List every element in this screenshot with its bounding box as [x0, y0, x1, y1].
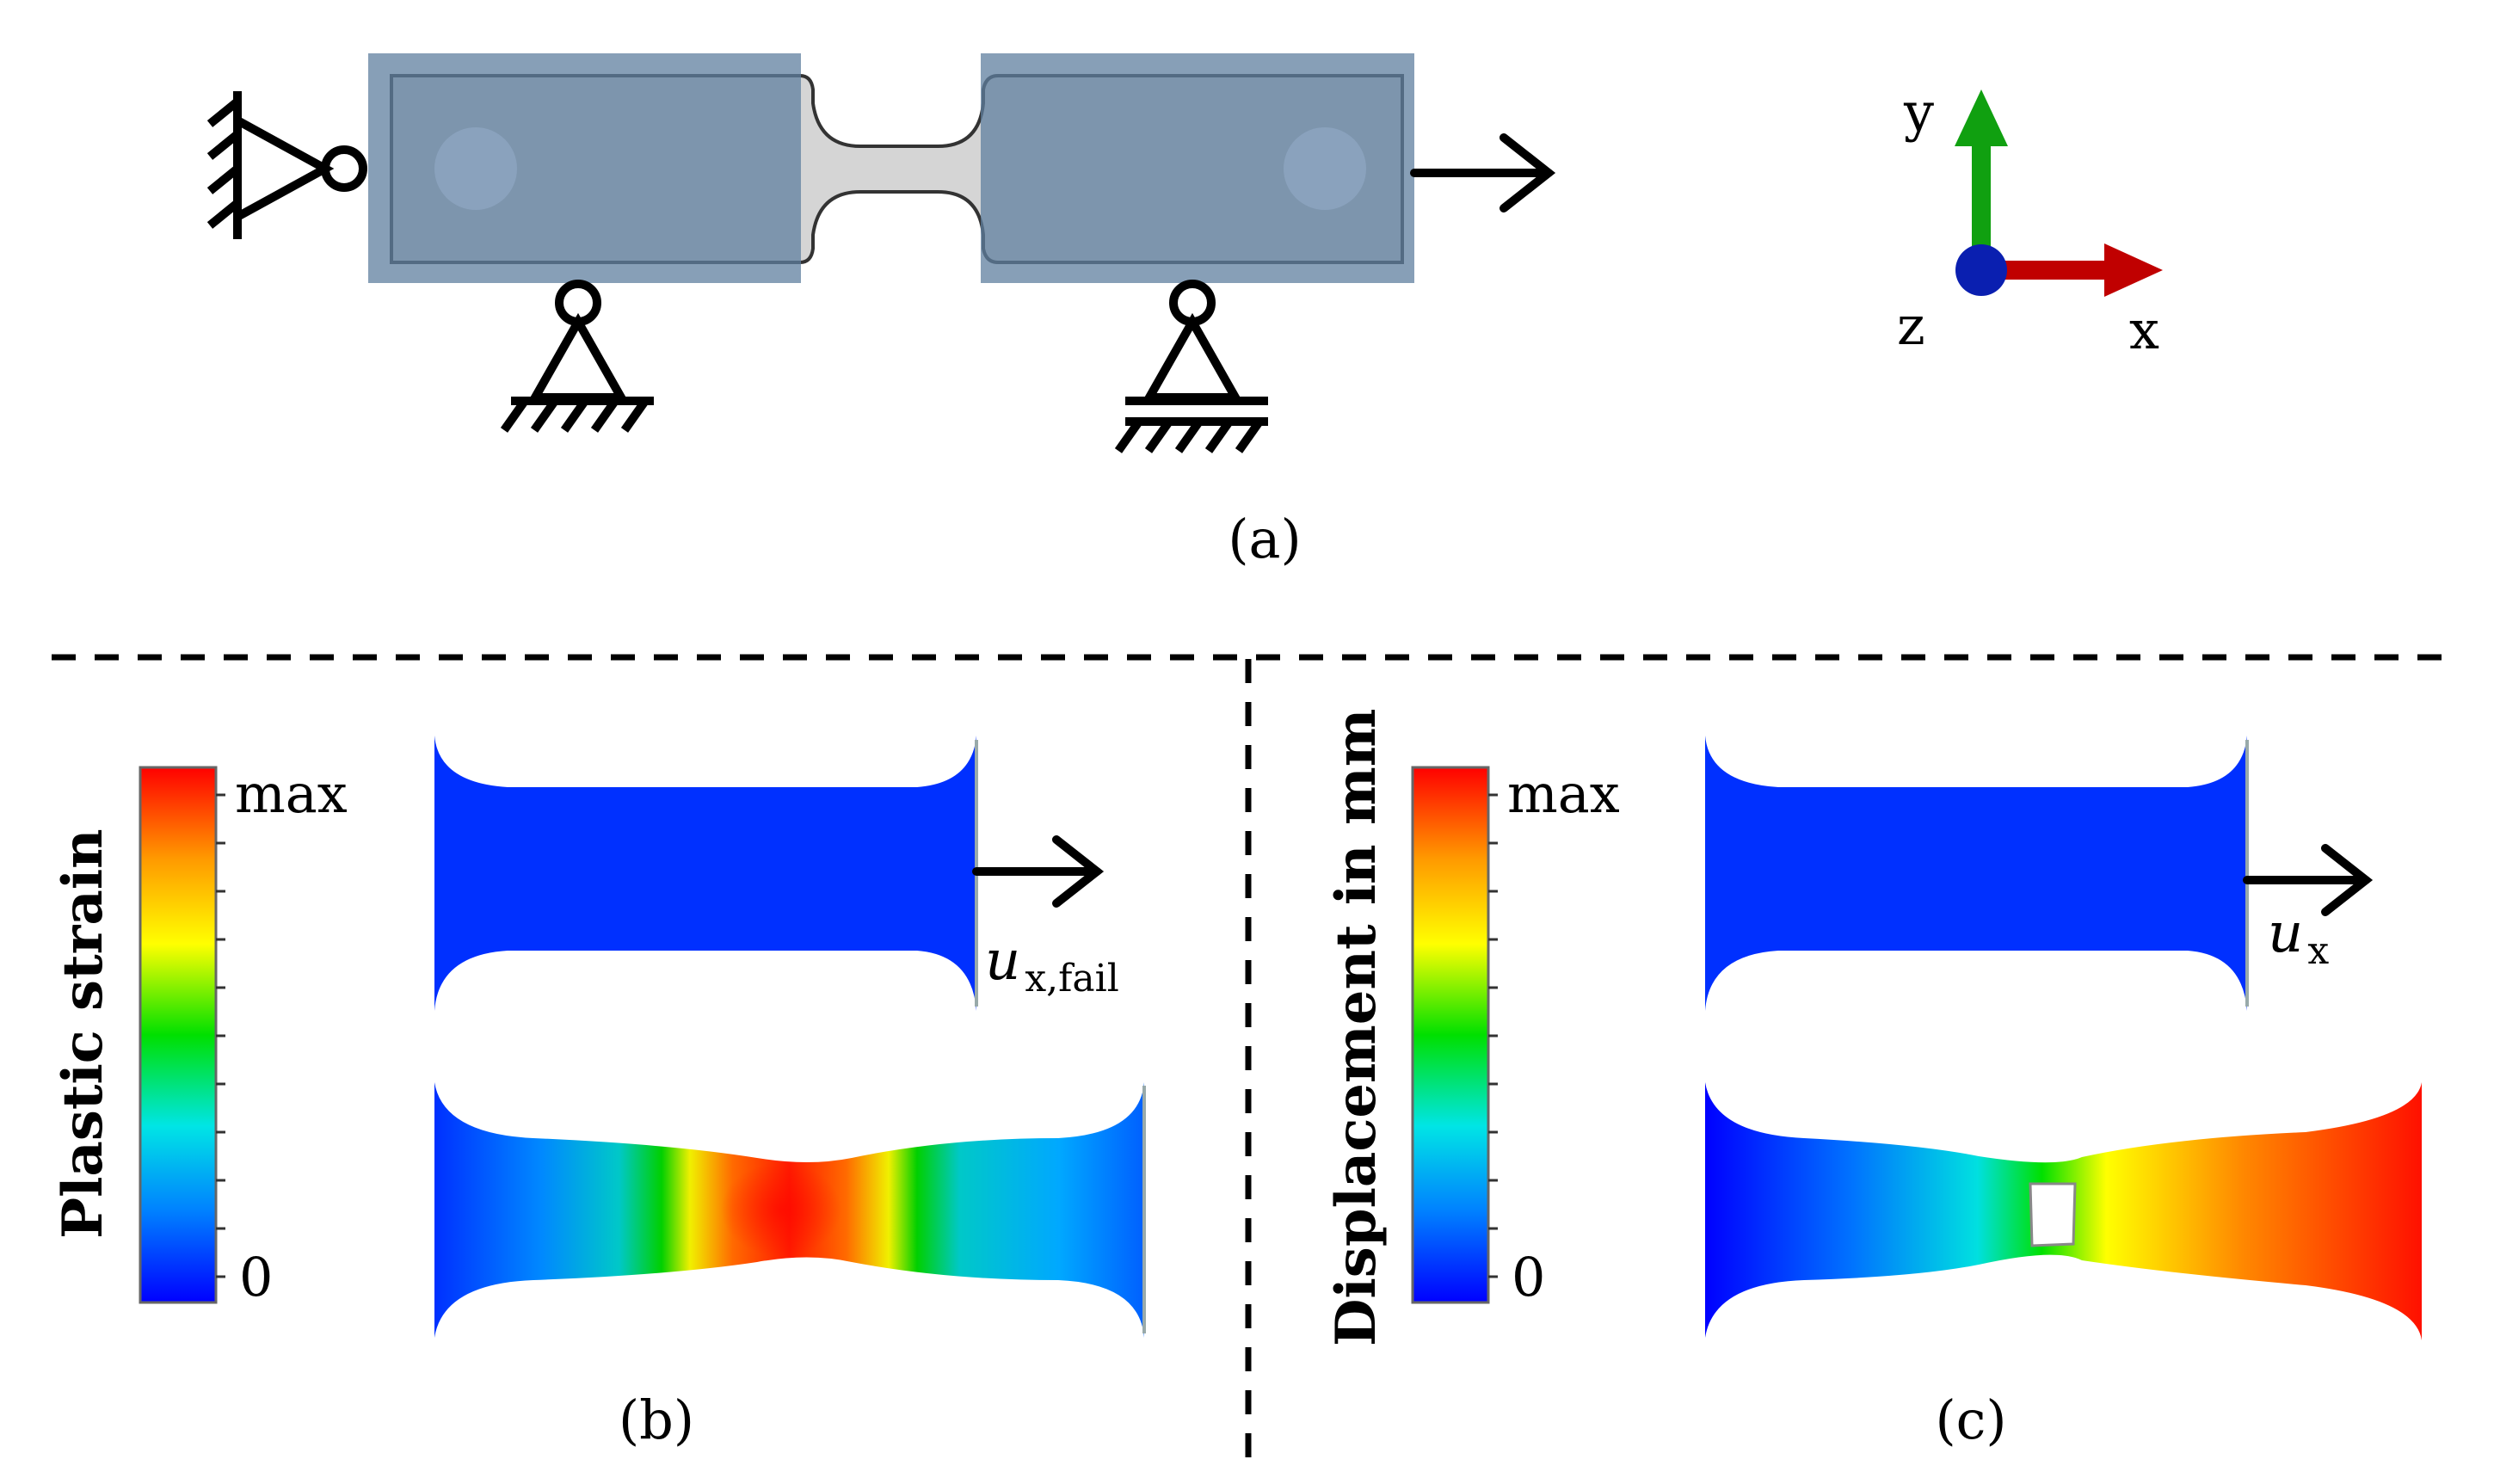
colorbar-c-title: Displacement in mm: [1324, 709, 1389, 1346]
strain-hotspot: [721, 1162, 841, 1257]
right-pin-hole: [1284, 127, 1366, 210]
load-label-b-main: u: [985, 929, 1020, 993]
colorbar-b-title: Plastic strain: [51, 828, 115, 1239]
colorbar-c: [1411, 766, 1490, 1304]
colorbar-b: [139, 766, 218, 1304]
coordinate-triad: y x z: [1897, 81, 2163, 361]
y-axis-label: y: [1903, 81, 1934, 144]
load-arrow-b: [972, 835, 1105, 908]
load-arrow-c: [2243, 844, 2374, 916]
load-label-b-sub: x,fail: [1025, 957, 1118, 1001]
load-arrow-a: [1410, 133, 1556, 212]
load-label-b: u x,fail: [985, 929, 1119, 1001]
z-axis-dot: [1955, 244, 2007, 296]
specimen-b-undeformed: [434, 736, 976, 1011]
y-axis-arrow-head: [1955, 89, 2008, 146]
load-label-c: u x: [2268, 902, 2329, 973]
panel-a: y x z (a): [206, 53, 2163, 570]
colorbar-b-ticks: [216, 793, 225, 1278]
y-axis-arrow-shaft: [1972, 138, 1991, 267]
pin-support-left: [206, 91, 367, 239]
colorbar-c-max: max: [1507, 762, 1620, 825]
panel-c-label: (c): [1935, 1389, 2006, 1451]
z-axis-label: z: [1897, 294, 1925, 357]
x-axis-arrow-shaft: [1996, 261, 2116, 280]
roller-support-bottom-right: [1114, 280, 1268, 453]
crack-gap: [2029, 1182, 2077, 1247]
pin-support-bottom-left: [500, 280, 654, 433]
colorbar-c-min: 0: [1512, 1246, 1545, 1309]
left-pin-hole: [434, 127, 517, 210]
specimen-c-undeformed: [1705, 736, 2247, 1011]
colorbar-b-max: max: [235, 762, 348, 825]
load-label-c-main: u: [2268, 902, 2303, 965]
panel-b-label: (b): [619, 1389, 694, 1451]
panel-b: Plastic strain max 0 u x,fail (b): [51, 736, 1146, 1451]
colorbar-c-ticks: [1488, 793, 1498, 1278]
panel-a-label: (a): [1228, 508, 1301, 570]
left-clamp: [368, 53, 801, 283]
x-axis-label: x: [2129, 299, 2159, 361]
load-label-c-sub: x: [2307, 929, 2329, 973]
panel-c: Displacement in mm max 0 u x (c): [1324, 709, 2422, 1451]
colorbar-b-min: 0: [239, 1246, 273, 1309]
x-axis-arrow-head: [2104, 243, 2163, 297]
